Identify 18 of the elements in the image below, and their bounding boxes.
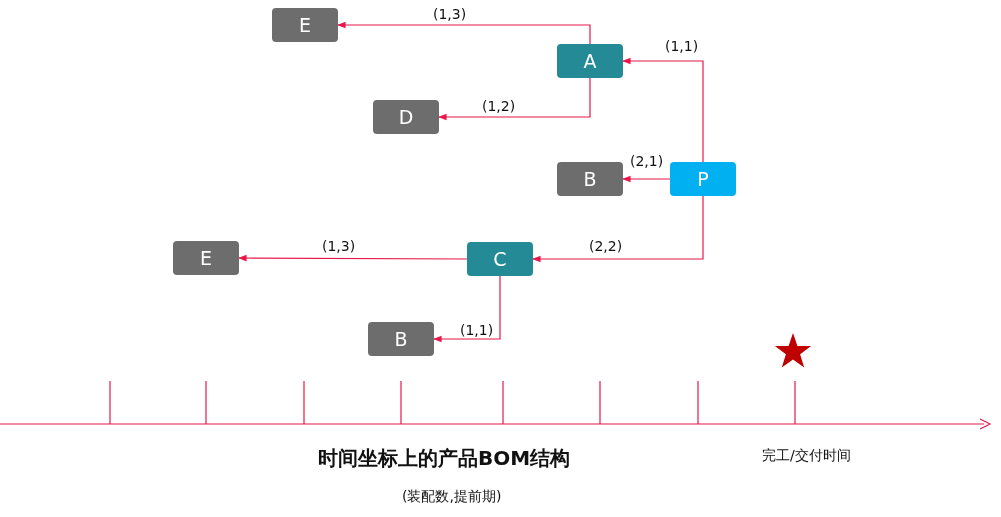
caption: (装配数,提前期) bbox=[402, 488, 502, 506]
arrow bbox=[238, 254, 468, 262]
arrow bbox=[622, 57, 704, 163]
title: 时间坐标上的产品BOM结构 bbox=[318, 445, 571, 472]
arrow bbox=[438, 77, 591, 121]
arrow bbox=[622, 175, 671, 183]
part-box: P bbox=[670, 162, 736, 196]
part-box: D bbox=[373, 100, 439, 134]
arrow bbox=[433, 275, 501, 343]
part-box: E bbox=[272, 8, 338, 42]
arrow bbox=[337, 21, 591, 45]
part-box: B bbox=[557, 162, 623, 196]
part-box: B bbox=[368, 322, 434, 356]
part-box: C bbox=[467, 242, 533, 276]
part-box: A bbox=[557, 44, 623, 78]
axis-label: 完工/交付时间 bbox=[762, 447, 851, 465]
part-box: E bbox=[173, 241, 239, 275]
arrow bbox=[532, 195, 704, 263]
